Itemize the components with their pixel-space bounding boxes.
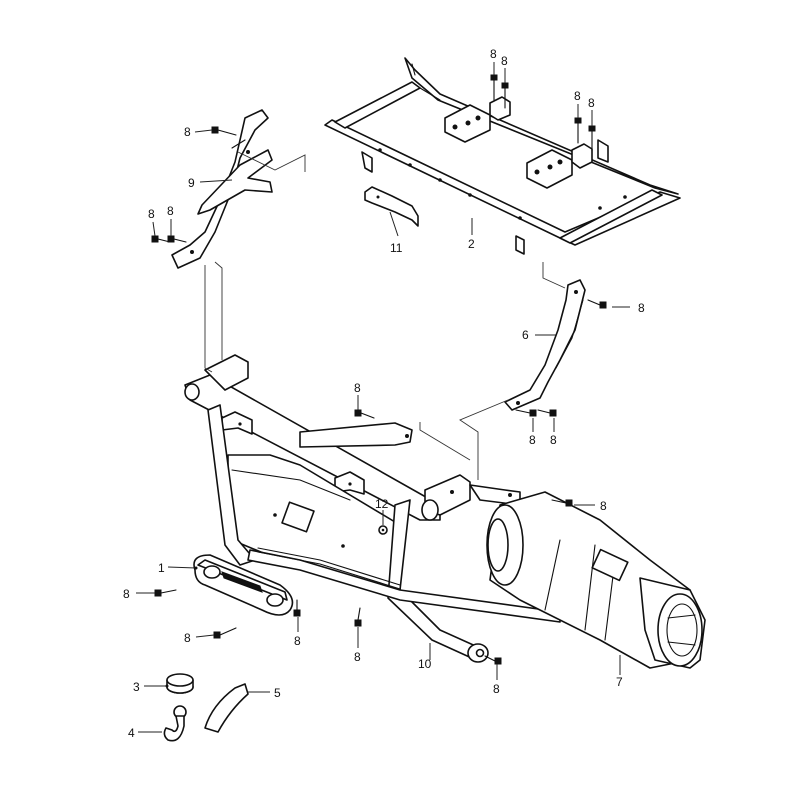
fasteners [151,74,607,665]
bolt-l [551,499,573,507]
callout-1: 1 [158,561,165,575]
bolt-a [490,74,498,101]
callout-labels: 2 11 9 6 7 10 1 12 3 4 5 8 8 8 8 8 8 8 8… [123,47,645,740]
assembly-guides [204,151,566,480]
callout-8: 8 [493,682,500,696]
callout-11: 11 [390,241,403,255]
callout-8: 8 [184,125,191,139]
callout-8: 8 [638,301,645,315]
small-bracket-plate [364,186,419,227]
bolt-i [354,409,375,419]
callout-8: 8 [550,433,557,447]
callout-9: 9 [188,176,195,190]
callout-8: 8 [574,89,581,103]
callout-8: 8 [354,381,361,395]
callout-3: 3 [133,680,140,694]
bolt-m [154,589,177,597]
upper-mounting-frame [324,57,681,255]
callout-8: 8 [354,650,361,664]
bolt-c [574,117,582,144]
callout-8: 8 [294,634,301,648]
right-upright-bracket [504,279,586,411]
callout-5: 5 [274,686,281,700]
winch-cable [257,547,401,590]
callout-12: 12 [375,497,389,511]
callout-8: 8 [123,587,130,601]
bolt-q [484,655,502,665]
leader-lines [136,62,630,733]
winch-hook [163,705,187,742]
bolt-j [515,409,537,417]
callout-4: 4 [128,726,135,740]
bolt-g [167,235,187,243]
hawse-fairlead [193,554,294,616]
callout-8: 8 [490,47,497,61]
callout-10: 10 [418,657,432,671]
bolt-e [211,126,237,136]
hook-strap [204,683,249,733]
nut-12 [378,525,388,535]
bolt-n [213,627,237,639]
bolt-o [293,599,301,617]
bolt-p [354,607,362,627]
bolt-k [537,409,557,417]
callout-8: 8 [588,96,595,110]
callout-8: 8 [184,631,191,645]
lower-winch-frame [184,354,561,663]
bolt-h [587,299,607,309]
left-upright-bracket [171,109,273,269]
callout-6: 6 [522,328,529,342]
cable-stopper [166,673,194,694]
callout-8: 8 [167,204,174,218]
callout-7: 7 [616,675,623,689]
bolt-f [151,235,171,243]
callout-8: 8 [600,499,607,513]
callout-8: 8 [501,54,508,68]
winch-assembly [486,491,706,669]
callout-8: 8 [148,207,155,221]
callout-8: 8 [529,433,536,447]
callout-2: 2 [468,237,475,251]
